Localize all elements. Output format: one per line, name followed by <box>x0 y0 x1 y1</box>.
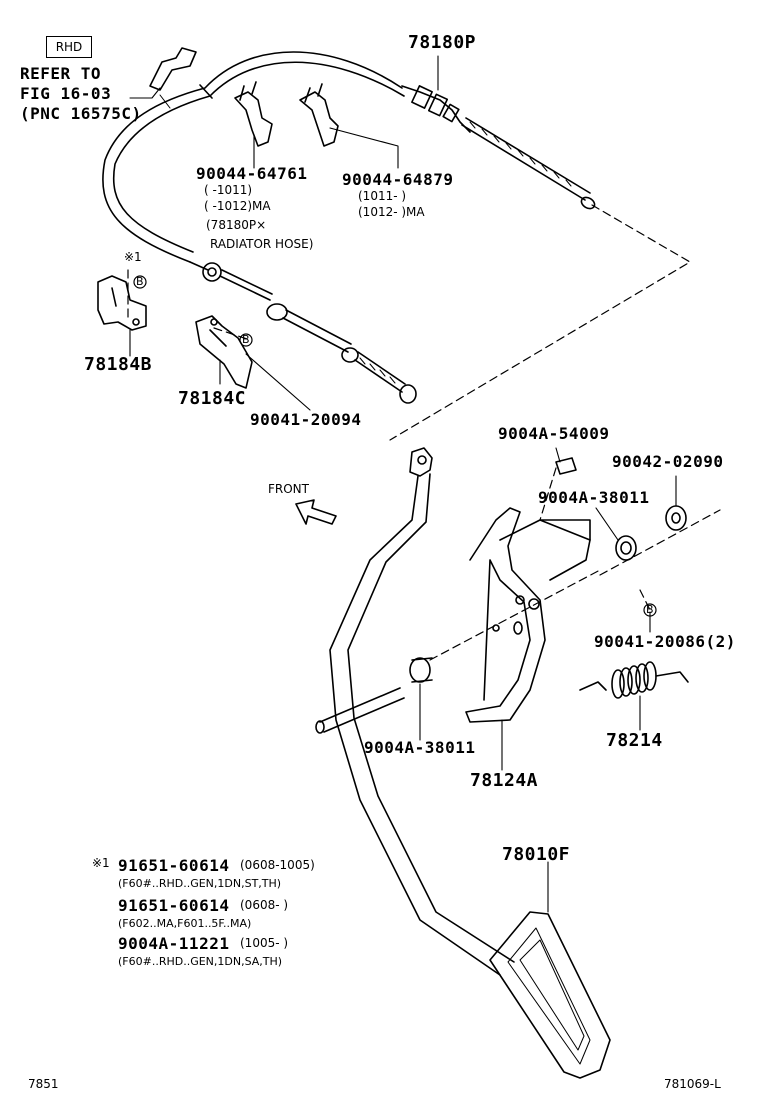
note-1-mark: ※1 <box>92 856 110 870</box>
label-78010F[interactable]: 78010F <box>502 844 571 865</box>
front-label: FRONT <box>268 482 309 496</box>
return-spring <box>579 661 689 699</box>
refer-line-1: REFER TO <box>20 64 102 83</box>
note-1-range: (0608-1005) <box>240 858 315 872</box>
cable-clamps <box>149 47 339 147</box>
label-90041-20094[interactable]: 90041-20094 <box>250 410 362 429</box>
cross-note-line-2: RADIATOR HOSE) <box>210 237 314 251</box>
note-1-detail: (F60#..RHD..GEN,1DN,ST,TH) <box>118 877 282 890</box>
note-1-part-number[interactable]: 91651-60614 <box>118 856 230 875</box>
label-90044-64761-range-a: ( -1011) <box>204 183 253 197</box>
leader-lines <box>129 55 677 913</box>
refer-line-2: FIG 16-03 <box>20 84 112 103</box>
bracket-78184B <box>97 275 147 331</box>
refer-line-3: (PNC 16575C) <box>20 104 142 123</box>
note-3-range: (1005- ) <box>240 936 289 950</box>
footer-left-code: 7851 <box>28 1077 59 1091</box>
note-3-part-number[interactable]: 9004A-11221 <box>118 934 230 953</box>
label-78184B[interactable]: 78184B <box>84 354 153 375</box>
label-9004A-54009[interactable]: 9004A-54009 <box>498 424 610 443</box>
note-2-range: (0608- ) <box>240 898 289 912</box>
bracket-78184C <box>195 315 253 389</box>
rhd-box: RHD <box>46 36 92 58</box>
b-mark-2: B <box>242 333 250 346</box>
b-mark-3: B <box>646 603 654 616</box>
label-78214[interactable]: 78214 <box>606 730 663 751</box>
pedal-bracket <box>465 507 591 723</box>
label-90044-64761-range-b: ( -1012)MA <box>204 199 271 213</box>
note-3-detail: (F60#..RHD..GEN,1DN,SA,TH) <box>118 955 283 968</box>
pedal-arm <box>315 447 611 1079</box>
cross-note-line-1: (78180P× <box>206 218 267 232</box>
label-78124A[interactable]: 78124A <box>470 770 539 791</box>
accelerator-cable <box>102 51 596 404</box>
note-2-part-number[interactable]: 91651-60614 <box>118 896 230 915</box>
label-9004A-38011-bottom[interactable]: 9004A-38011 <box>364 738 476 757</box>
label-90044-64879-range-b: (1012- )MA <box>358 205 425 219</box>
ref-mark-1: ※1 <box>124 250 142 264</box>
label-90044-64879[interactable]: 90044-64879 <box>342 170 454 189</box>
label-9004A-38011-top[interactable]: 9004A-38011 <box>538 488 650 507</box>
footer-right-code: 781069-L <box>664 1077 721 1091</box>
b-mark-1: B <box>136 275 144 288</box>
label-90044-64879-range-a: (1011- ) <box>358 189 407 203</box>
label-90041-20086[interactable]: 90041-20086(2) <box>594 632 736 651</box>
label-90044-64761[interactable]: 90044-64761 <box>196 164 308 183</box>
label-90042-02090[interactable]: 90042-02090 <box>612 452 724 471</box>
front-arrow <box>295 499 337 525</box>
label-78184C[interactable]: 78184C <box>178 388 247 409</box>
alignment-lines <box>127 204 721 661</box>
note-2-detail: (F602..MA,F601..5F..MA) <box>118 917 252 930</box>
label-78180P[interactable]: 78180P <box>408 32 477 53</box>
b-markers <box>133 275 657 617</box>
